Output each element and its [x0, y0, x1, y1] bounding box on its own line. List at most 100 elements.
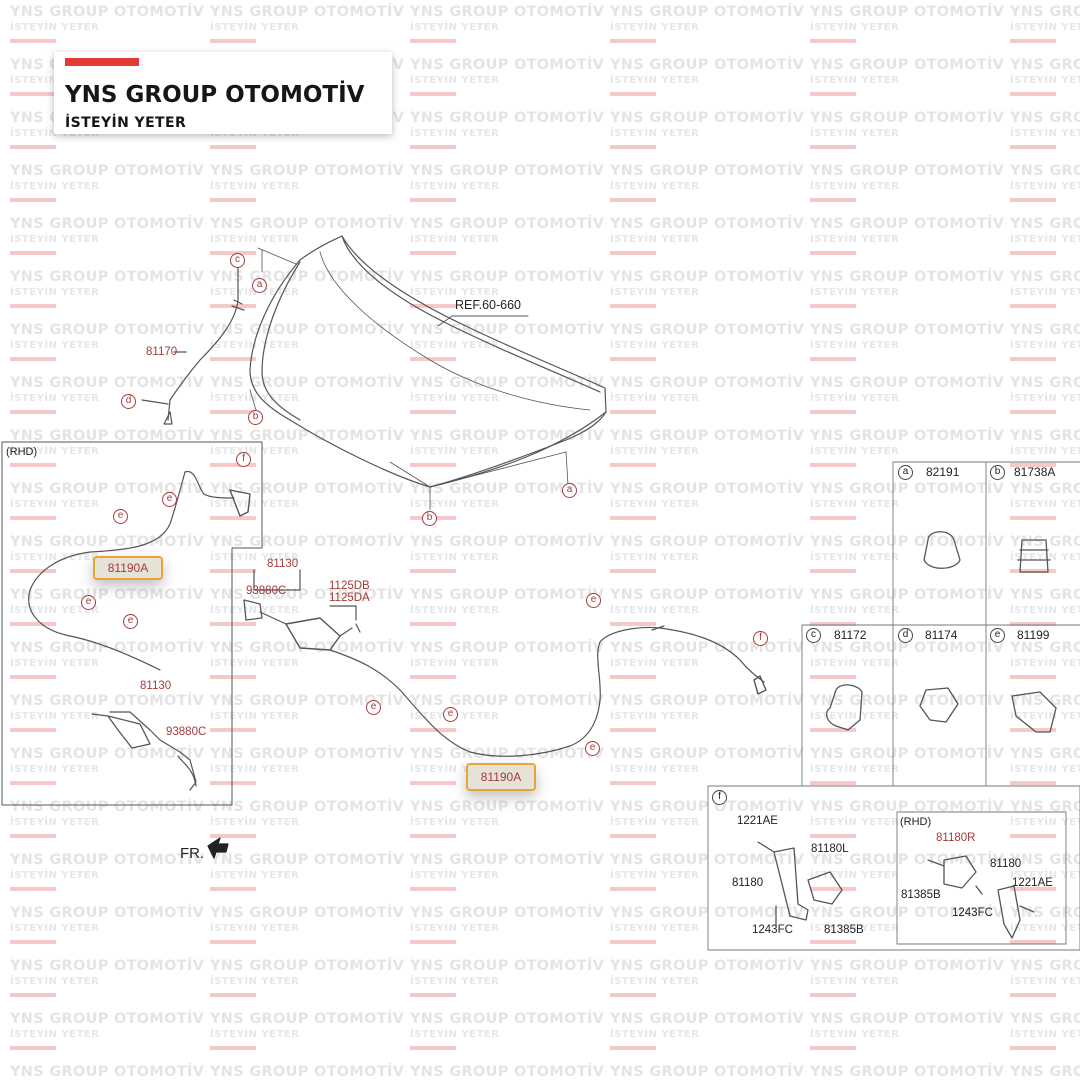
watermark-bar [810, 198, 856, 202]
watermark-line1: YNS GROUP OTOMOTİV [610, 799, 805, 815]
watermark-bar [610, 304, 656, 308]
legend-letter-e: e [990, 628, 1005, 643]
watermark-line2: İSTEYİN YETER [1010, 870, 1080, 881]
watermark-bar [610, 993, 656, 997]
watermark-line2: İSTEYİN YETER [810, 764, 900, 775]
watermark-bar [10, 781, 56, 785]
watermark-line2: İSTEYİN YETER [10, 711, 100, 722]
brand-subtitle: İSTEYİN YETER [65, 115, 187, 131]
watermark-bar [610, 675, 656, 679]
watermark-bar [1010, 304, 1056, 308]
watermark-line2: İSTEYİN YETER [610, 340, 700, 351]
watermark-line1: YNS GROUP OTOMOTİV [210, 481, 405, 497]
watermark-line1: YNS GROUP OTOMOTİV [410, 4, 605, 20]
hood-panel-drawing [249, 235, 607, 511]
watermark-bar [10, 516, 56, 520]
watermark-line2: İSTEYİN YETER [1010, 128, 1080, 139]
watermark-line2: İSTEYİN YETER [810, 711, 900, 722]
brand-logo-box: YNS GROUP OTOMOTİV İSTEYİN YETER [54, 52, 392, 134]
watermark-line2: İSTEYİN YETER [10, 658, 100, 669]
watermark-line2: İSTEYİN YETER [210, 234, 300, 245]
watermark-line2: İSTEYİN YETER [210, 446, 300, 457]
watermark-line2: İSTEYİN YETER [810, 393, 900, 404]
watermark-bar [410, 145, 456, 149]
watermark-bar [1010, 887, 1056, 891]
watermark-bar [810, 834, 856, 838]
watermark-bar [810, 463, 856, 467]
watermark-line2: İSTEYİN YETER [610, 499, 700, 510]
legend-part-e: 81199 [1017, 628, 1050, 642]
watermark-line1: YNS GROUP OTOMOTİV [210, 1064, 405, 1080]
watermark-line1: YNS GROUP OTOMOTİV [410, 375, 605, 391]
watermark-line1: YNS GROUP OTOMOTİV [1010, 799, 1080, 815]
legend-letter-b: b [990, 465, 1005, 480]
letter-circle-d: d [121, 394, 136, 409]
part-label-93880c: 93880C [246, 585, 287, 597]
watermark-line1: YNS GROUP OTOMOTİV [610, 375, 805, 391]
watermark-bar [10, 145, 56, 149]
watermark-bar [1010, 569, 1056, 573]
detail-part-81180-rhd: 81180 [990, 858, 1022, 870]
watermark-line1: YNS GROUP OTOMOTİV [810, 1064, 1005, 1080]
detail-part-81180r: 81180R [936, 832, 976, 844]
watermark-line2: İSTEYİN YETER [1010, 234, 1080, 245]
letter-circle-e-8: e [585, 741, 600, 756]
watermark-bar [410, 1046, 456, 1050]
watermark-line1: YNS GROUP OTOMOTİV [210, 746, 405, 762]
watermark-line1: YNS GROUP OTOMOTİV [610, 322, 805, 338]
watermark-bar [210, 516, 256, 520]
watermark-line2: İSTEYİN YETER [10, 923, 100, 934]
watermark-line1: YNS GROUP OTOMOTİV [810, 216, 1005, 232]
part-label-81170: 81170 [146, 346, 178, 358]
watermark-bar [610, 940, 656, 944]
watermark-line2: İSTEYİN YETER [610, 1029, 700, 1040]
watermark-line1: YNS GROUP OTOMOTİV [810, 428, 1005, 444]
watermark-line1: YNS GROUP OTOMOTİV [810, 375, 1005, 391]
watermark-line1: YNS GROUP OTOMOTİV [1010, 481, 1080, 497]
watermark-bar [1010, 198, 1056, 202]
watermark-line1: YNS GROUP OTOMOTİV [410, 269, 605, 285]
watermark-line2: İSTEYİN YETER [410, 128, 500, 139]
detail-part-1221ae-rhd: 1221AE [1012, 877, 1053, 889]
rhd-inset-frame [1, 441, 263, 806]
watermark-line2: İSTEYİN YETER [210, 287, 300, 298]
watermark-line1: YNS GROUP OTOMOTİV [810, 322, 1005, 338]
watermark-bar [610, 516, 656, 520]
letter-circle-e-3: e [81, 595, 96, 610]
watermark-line1: YNS GROUP OTOMOTİV [10, 481, 205, 497]
watermark-line2: İSTEYİN YETER [810, 552, 900, 563]
watermark-line2: İSTEYİN YETER [10, 870, 100, 881]
watermark-line2: İSTEYİN YETER [1010, 446, 1080, 457]
watermark-line1: YNS GROUP OTOMOTİV [410, 958, 605, 974]
watermark-bar [1010, 622, 1056, 626]
watermark-line2: İSTEYİN YETER [410, 976, 500, 987]
legend-part-a: 82191 [926, 465, 960, 479]
watermark-line1: YNS GROUP OTOMOTİV [210, 216, 405, 232]
watermark-bar [810, 728, 856, 732]
watermark-line2: İSTEYİN YETER [410, 923, 500, 934]
watermark-line1: YNS GROUP OTOMOTİV [1010, 428, 1080, 444]
watermark-line2: İSTEYİN YETER [610, 22, 700, 33]
watermark-line2: İSTEYİN YETER [610, 658, 700, 669]
